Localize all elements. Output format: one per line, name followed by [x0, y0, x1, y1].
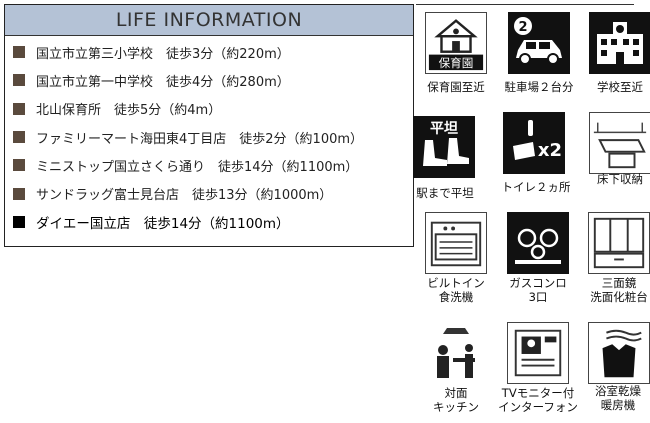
feature-label: 三面鏡 洗面化粧台	[577, 276, 650, 304]
feature-label: 保育園至近	[427, 80, 485, 94]
facility-item: 国立市立第三小学校 徒歩3分（約220m）	[13, 38, 409, 66]
bullet-square-icon	[13, 46, 25, 59]
feature-label-line: 3口	[528, 290, 548, 304]
bullet-square-icon	[13, 102, 25, 115]
facility-item: サンドラッグ富士見台店 徒歩13分（約1000m）	[13, 179, 409, 207]
facility-item: ミニストップ国立さくら通り 徒歩14分（約1100m）	[13, 151, 409, 179]
feature-label: ガスコンロ 3口	[497, 276, 579, 304]
feature-label-line: TVモニター付	[501, 386, 575, 400]
tv-intercom-icon	[507, 322, 569, 384]
feature-label: 対面 キッチン	[421, 386, 491, 414]
facility-item: 北山保育所 徒歩5分（約4m）	[13, 95, 409, 123]
facility-item: 国立市立第一中学校 徒歩4分（約280m）	[13, 66, 409, 94]
feature-label-line: 洗面化粧台	[590, 290, 648, 304]
bullet-square-icon	[13, 159, 25, 172]
feature-label-line: ビルトイン	[427, 276, 485, 290]
bullet-square-icon	[13, 131, 25, 144]
nursery-tile-text: 保育園	[439, 56, 474, 70]
feature-label: 床下収納	[597, 172, 643, 186]
facility-text: 国立市立第一中学校 徒歩4分（約280m）	[36, 74, 290, 90]
bullet-square-icon	[13, 187, 25, 200]
feature-label: 駐車場２台分	[504, 80, 574, 94]
school-icon	[589, 12, 650, 74]
dishwasher-icon	[425, 212, 487, 274]
feature-label: トイレ２ヵ所	[501, 180, 571, 194]
facility-text: サンドラッグ富士見台店 徒歩13分（約1000m）	[36, 188, 333, 204]
flat-walk-icon: 平坦	[413, 116, 475, 178]
facility-list: 国立市立第三小学校 徒歩3分（約220m） 国立市立第一中学校 徒歩4分（約28…	[13, 38, 409, 236]
facility-text: ファミリーマート海田東4丁目店 徒歩2分（約100m）	[36, 131, 364, 147]
floor-storage-icon	[589, 112, 650, 174]
facility-text: 国立市立第三小学校 徒歩3分（約220m）	[36, 46, 290, 62]
feature-label: 学校至近	[597, 80, 643, 94]
facility-item: ダイエー国立店 徒歩14分（約1100m）	[13, 208, 409, 236]
facility-text: ダイエー国立店 徒歩14分（約1100m）	[36, 215, 290, 232]
bullet-square-icon	[13, 74, 25, 87]
feature-label: ビルトイン 食洗機	[416, 276, 496, 304]
two-toilets-icon: x2	[503, 112, 565, 174]
life-information-panel: LIFE INFORMATION 国立市立第三小学校 徒歩3分（約220m） 国…	[4, 4, 414, 247]
feature-label: 浴室乾燥 暖房機	[578, 384, 650, 412]
parking-icon: 2	[508, 12, 570, 74]
feature-label-line: 三面鏡	[601, 276, 637, 290]
life-information-header: LIFE INFORMATION	[5, 5, 413, 36]
facility-item: ファミリーマート海田東4丁目店 徒歩2分（約100m）	[13, 123, 409, 151]
feature-label: 駅まで平坦	[416, 186, 474, 200]
life-information-title: LIFE INFORMATION	[115, 9, 303, 31]
feature-label-line: 食洗機	[438, 290, 474, 304]
bullet-square-icon	[13, 215, 25, 228]
feature-label-line: 暖房機	[600, 398, 636, 412]
toilet-count-text: x2	[538, 140, 562, 161]
parking-count-text: 2	[518, 20, 527, 35]
feature-label-line: 浴室乾燥	[595, 384, 641, 398]
flat-walk-tile-text: 平坦	[430, 121, 458, 137]
gas-stove-icon	[507, 212, 569, 274]
feature-label-line: ガスコンロ	[509, 276, 567, 290]
three-mirror-vanity-icon	[588, 212, 650, 274]
feature-label-line: キッチン	[433, 400, 479, 414]
facility-text: 北山保育所 徒歩5分（約4m）	[36, 103, 222, 119]
divider-line	[416, 4, 634, 5]
bathroom-dryer-icon	[588, 322, 650, 384]
nursery-icon: 保育園	[425, 12, 487, 74]
feature-label-line: 対面	[444, 386, 468, 400]
feature-label-line: インターフォン	[498, 400, 578, 414]
facility-text: ミニストップ国立さくら通り 徒歩14分（約1100m）	[36, 159, 359, 175]
feature-label: TVモニター付 インターフォン	[493, 386, 583, 414]
open-kitchen-icon	[425, 322, 487, 384]
